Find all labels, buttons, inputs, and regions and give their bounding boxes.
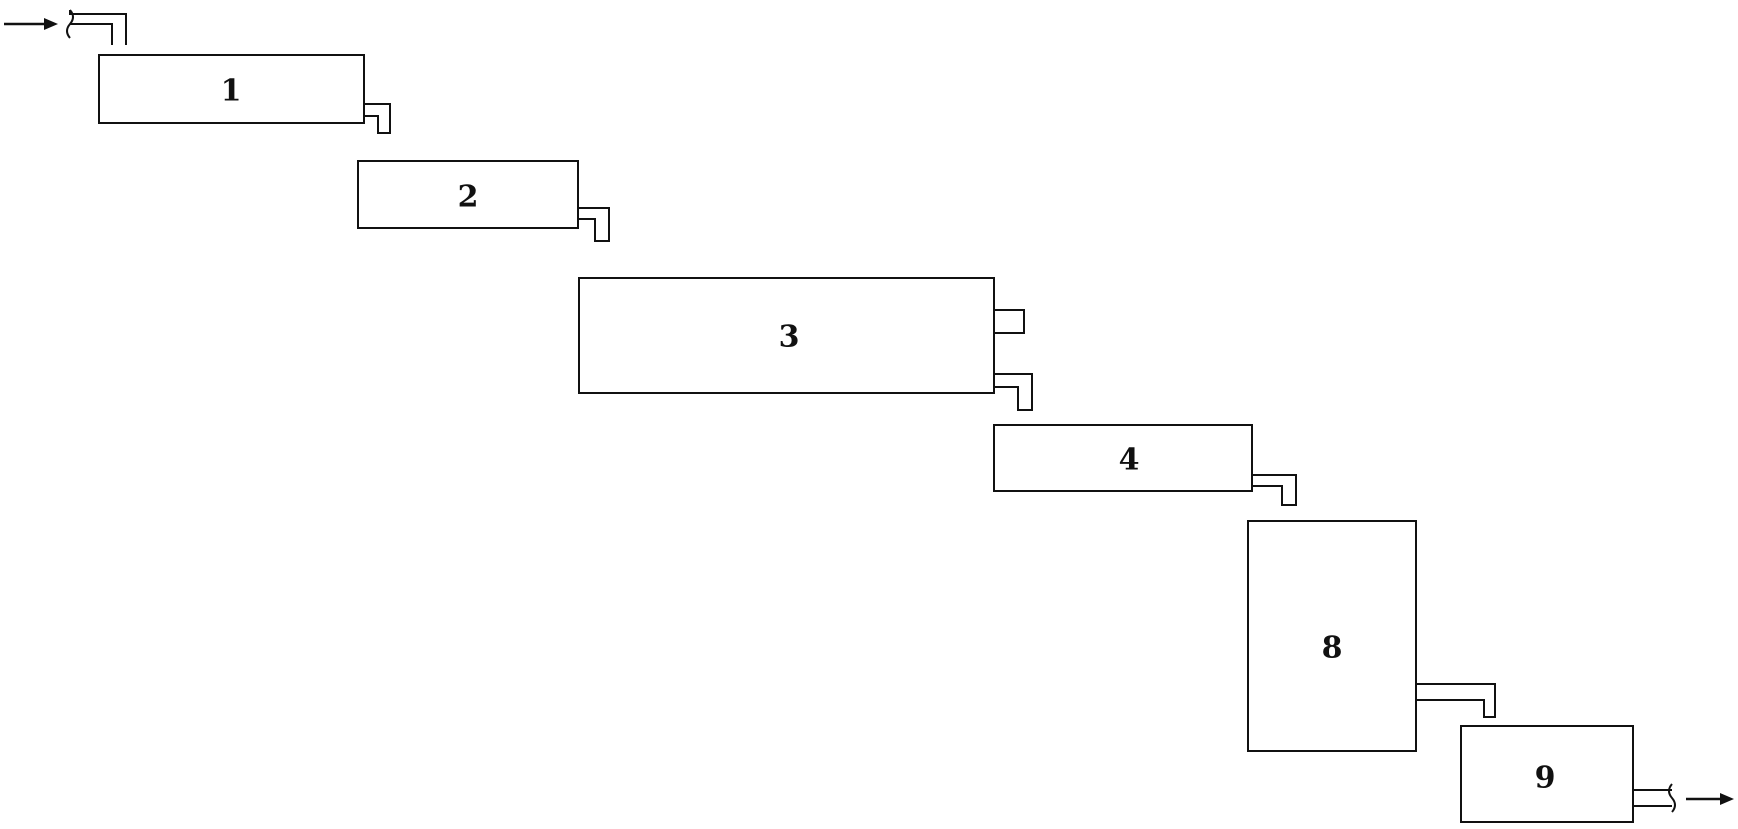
outlet-pipe-8 — [1416, 683, 1496, 718]
inlet-arrow — [4, 18, 58, 30]
outlet-pipe-9 — [1633, 783, 1676, 813]
unit-box-4: 4 — [993, 424, 1253, 492]
inlet-pipe — [66, 9, 127, 45]
unit-label-4: 4 — [1119, 443, 1140, 478]
unit-box-2: 2 — [357, 160, 579, 229]
outlet-pipe-3 — [994, 373, 1033, 411]
outlet-pipe-2 — [578, 207, 610, 242]
unit-label-9: 9 — [1535, 761, 1556, 796]
side-nozzle-3 — [993, 309, 1025, 334]
unit-box-1: 1 — [98, 54, 365, 124]
unit-box-3: 3 — [578, 277, 995, 394]
unit-box-9: 9 — [1460, 725, 1634, 823]
outlet-pipe-4 — [1252, 474, 1297, 506]
unit-label-2: 2 — [458, 180, 479, 215]
unit-label-3: 3 — [779, 320, 800, 355]
unit-box-8: 8 — [1247, 520, 1417, 752]
unit-label-8: 8 — [1322, 631, 1343, 666]
outlet-pipe-1 — [364, 103, 391, 134]
outlet-arrow — [1686, 793, 1734, 805]
unit-label-1: 1 — [221, 74, 242, 109]
